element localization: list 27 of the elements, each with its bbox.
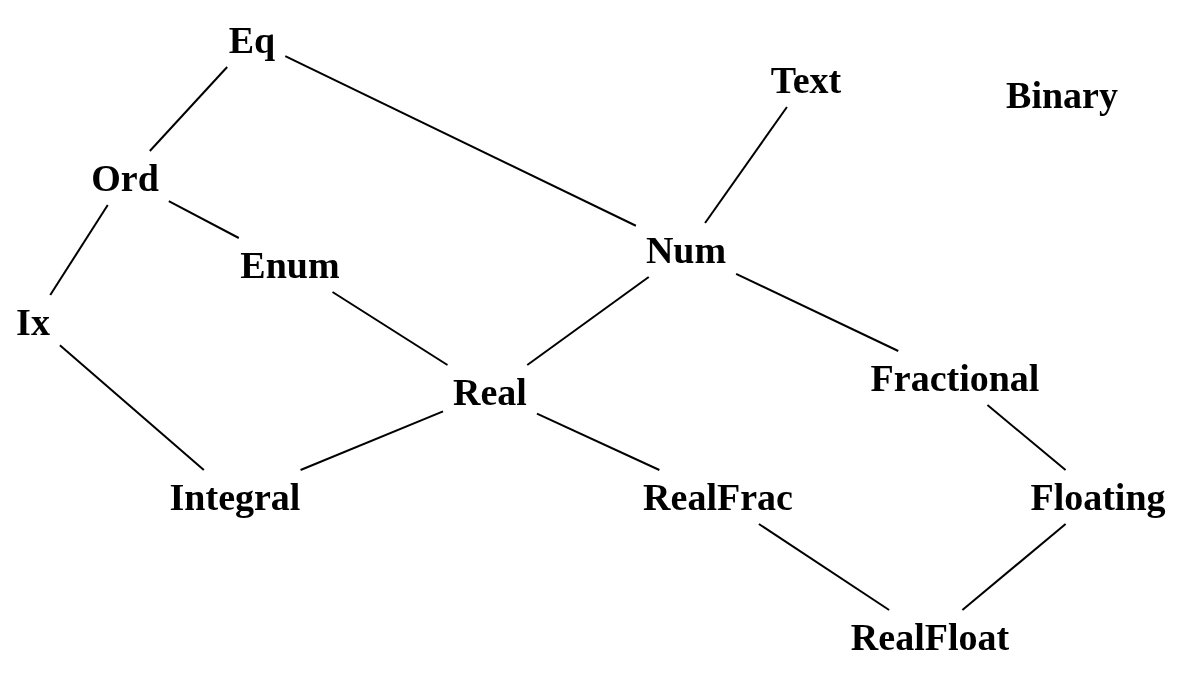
- connector-line: [535, 412, 661, 471]
- connector-line: [49, 204, 109, 296]
- class-name: Binary: [996, 68, 1128, 122]
- class-name: Enum: [230, 238, 350, 292]
- connector-line: [757, 523, 891, 611]
- connector-line: [526, 276, 650, 366]
- class-name: Ix: [6, 295, 60, 349]
- connector-line: [148, 66, 229, 152]
- class-name: RealFrac: [633, 470, 803, 524]
- connector-line: [299, 410, 445, 471]
- connector-line: [986, 404, 1067, 471]
- class-name: Ord: [81, 151, 169, 205]
- connector-line: [167, 200, 240, 239]
- class-name: Integral: [159, 470, 311, 524]
- class-name: Num: [635, 223, 737, 277]
- class-name: Eq: [218, 13, 286, 67]
- connector-line: [961, 523, 1067, 611]
- connector-line: [331, 291, 449, 366]
- class-name: Floating: [1020, 470, 1176, 524]
- connector-line: [735, 272, 900, 352]
- class-name: Fractional: [860, 351, 1050, 405]
- class-name: RealFloat: [840, 610, 1020, 664]
- class-name: Real: [443, 365, 537, 419]
- class-name: Text: [760, 53, 852, 107]
- connector-line: [704, 106, 788, 224]
- connector-line: [284, 55, 637, 227]
- connector-line: [58, 344, 205, 471]
